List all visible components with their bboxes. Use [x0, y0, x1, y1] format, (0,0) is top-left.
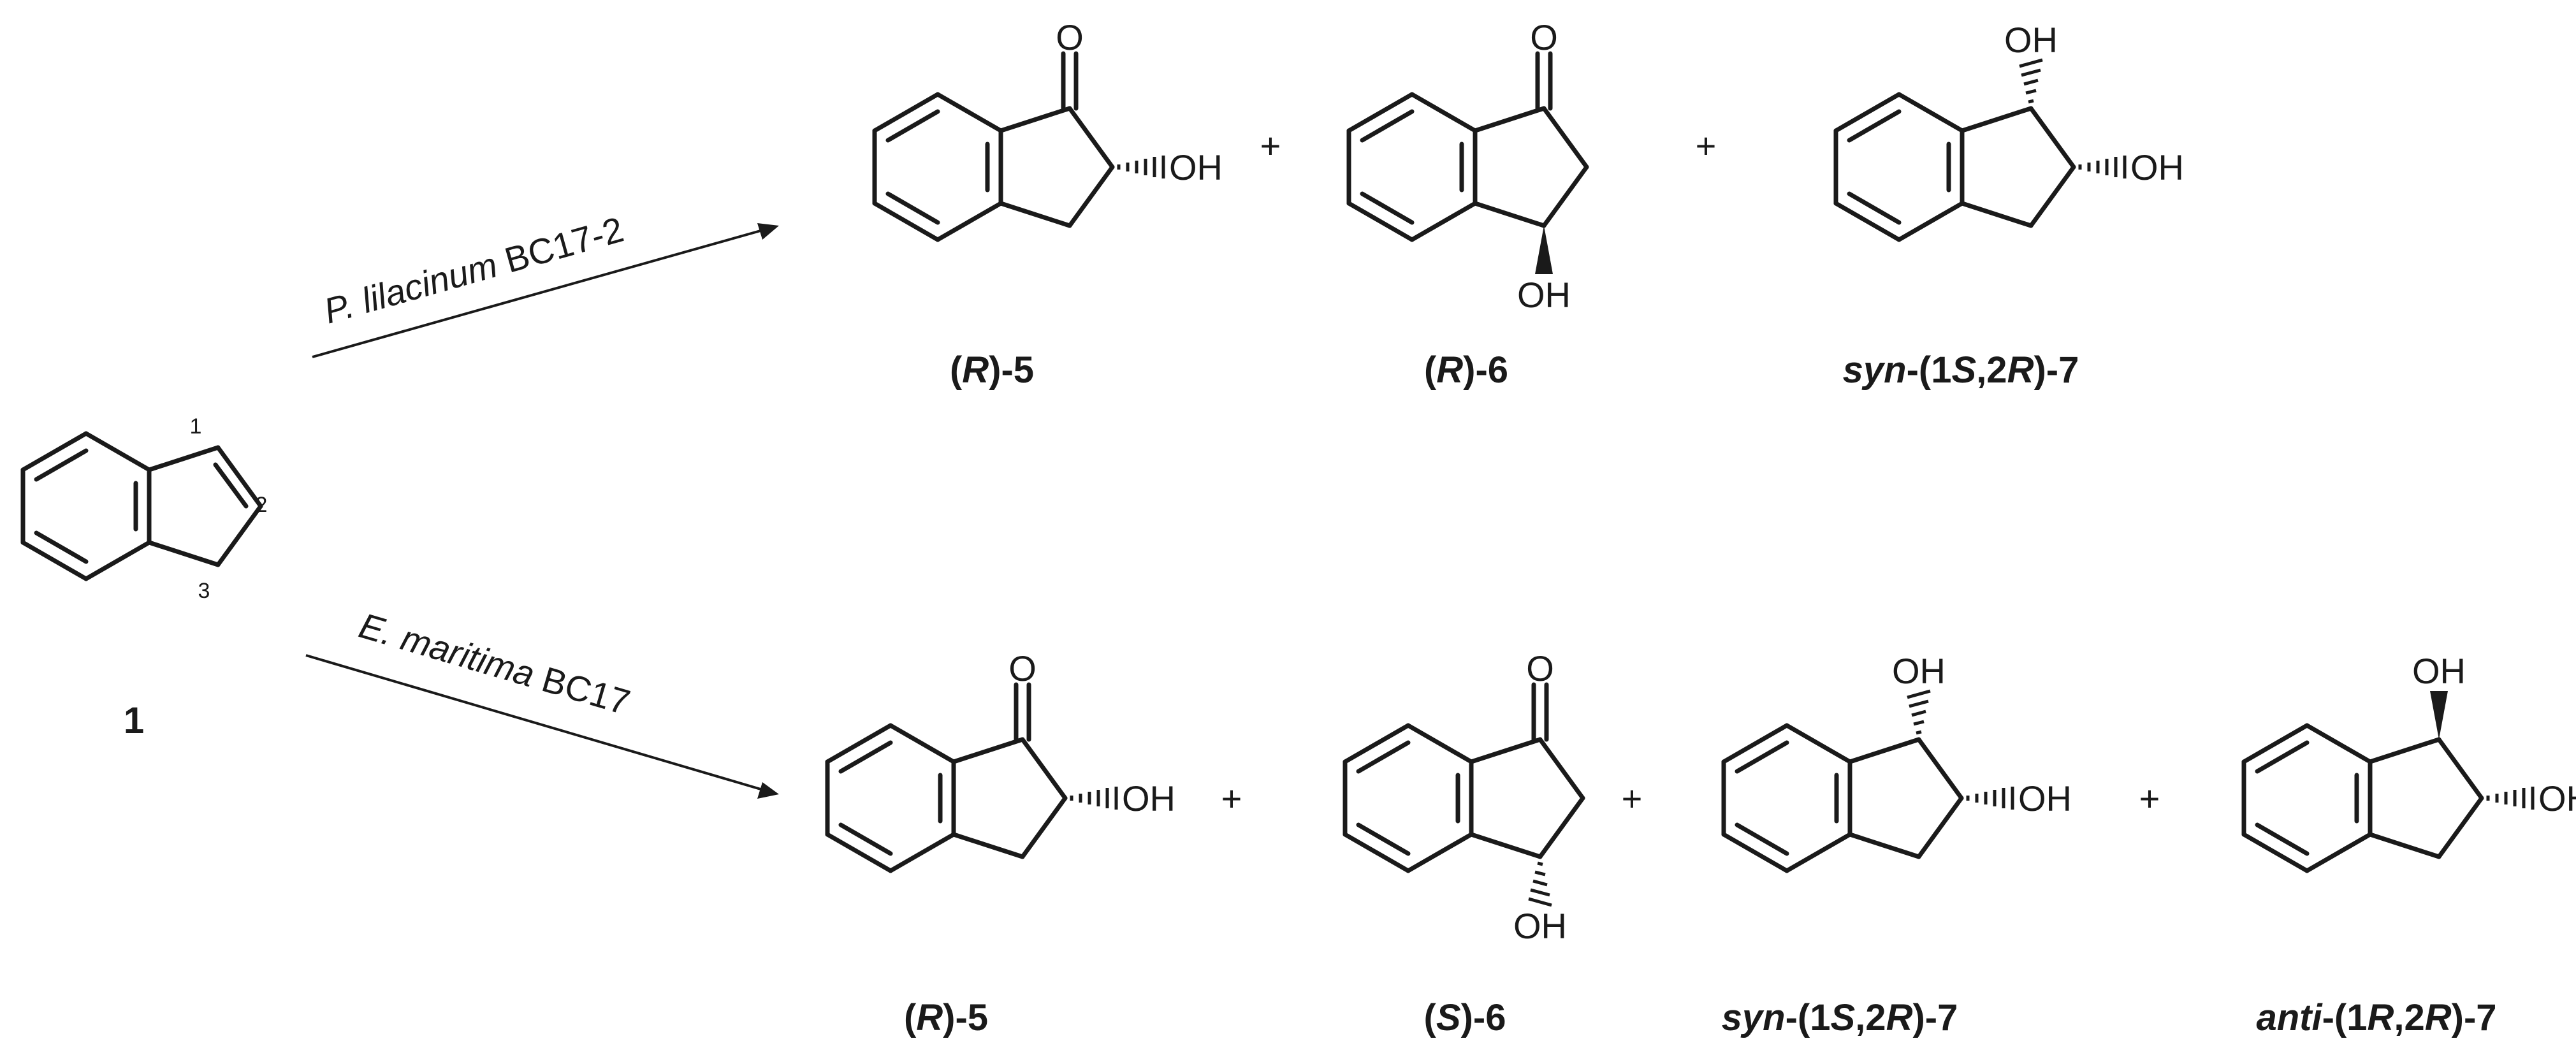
top-reaction-arrow	[312, 223, 779, 358]
bottom-label-s6: (S)-6	[1424, 997, 1506, 1038]
hydroxyl-group: OH	[1517, 275, 1571, 315]
hydroxyl-group: OH	[2412, 651, 2466, 691]
hydroxyl-group: OH	[2018, 778, 2072, 819]
top-label-r6: (R)-6	[1424, 349, 1508, 391]
bottom-label-r5: (R)-5	[904, 997, 988, 1038]
bottom-label-anti7: anti-(1R,2R)-7	[2256, 997, 2496, 1038]
plus-sign: +	[1260, 126, 1281, 166]
bottom-reaction-arrow	[305, 654, 779, 799]
bottom-condition-label: E. maritima BC17	[355, 605, 635, 722]
substrate-label: 1	[124, 700, 144, 741]
top-product-r5: O OH	[875, 17, 1223, 240]
position-3-label: 3	[198, 579, 210, 603]
position-1-label: 1	[190, 414, 202, 439]
hydroxyl-group: OH	[1513, 906, 1567, 946]
top-label-syn7: syn-(1S,2R)-7	[1843, 349, 2079, 391]
hydroxyl-group: OH	[1892, 651, 1946, 691]
bottom-product-r5: O OH	[827, 648, 1175, 871]
hydroxyl-group: OH	[2130, 147, 2184, 187]
bottom-label-syn7: syn-(1S,2R)-7	[1722, 997, 1958, 1038]
top-product-syn7: OH OH	[1836, 20, 2184, 240]
top-label-r5: (R)-5	[950, 349, 1034, 391]
oxygen-atom: O	[1526, 648, 1554, 688]
bottom-product-syn7: OH OH	[1724, 651, 2072, 871]
bottom-product-anti7: OH OH	[2244, 651, 2576, 871]
plus-sign: +	[1221, 778, 1242, 819]
top-product-r6: O OH	[1349, 17, 1587, 315]
hydroxyl-group: OH	[2004, 20, 2058, 60]
bottom-product-s6: O OH	[1345, 648, 1583, 946]
plus-sign: +	[1622, 778, 1643, 819]
hydroxyl-group: OH	[1122, 778, 1175, 819]
oxygen-atom: O	[1530, 17, 1558, 57]
position-2-label: 2	[256, 493, 268, 517]
hydroxyl-group: OH	[2538, 778, 2576, 819]
oxygen-atom: O	[1008, 648, 1037, 688]
hydroxyl-group: OH	[1169, 147, 1223, 187]
oxygen-atom: O	[1056, 17, 1084, 57]
plus-sign: +	[1696, 126, 1717, 166]
indene-substrate	[20, 431, 263, 581]
plus-sign: +	[2139, 778, 2160, 819]
